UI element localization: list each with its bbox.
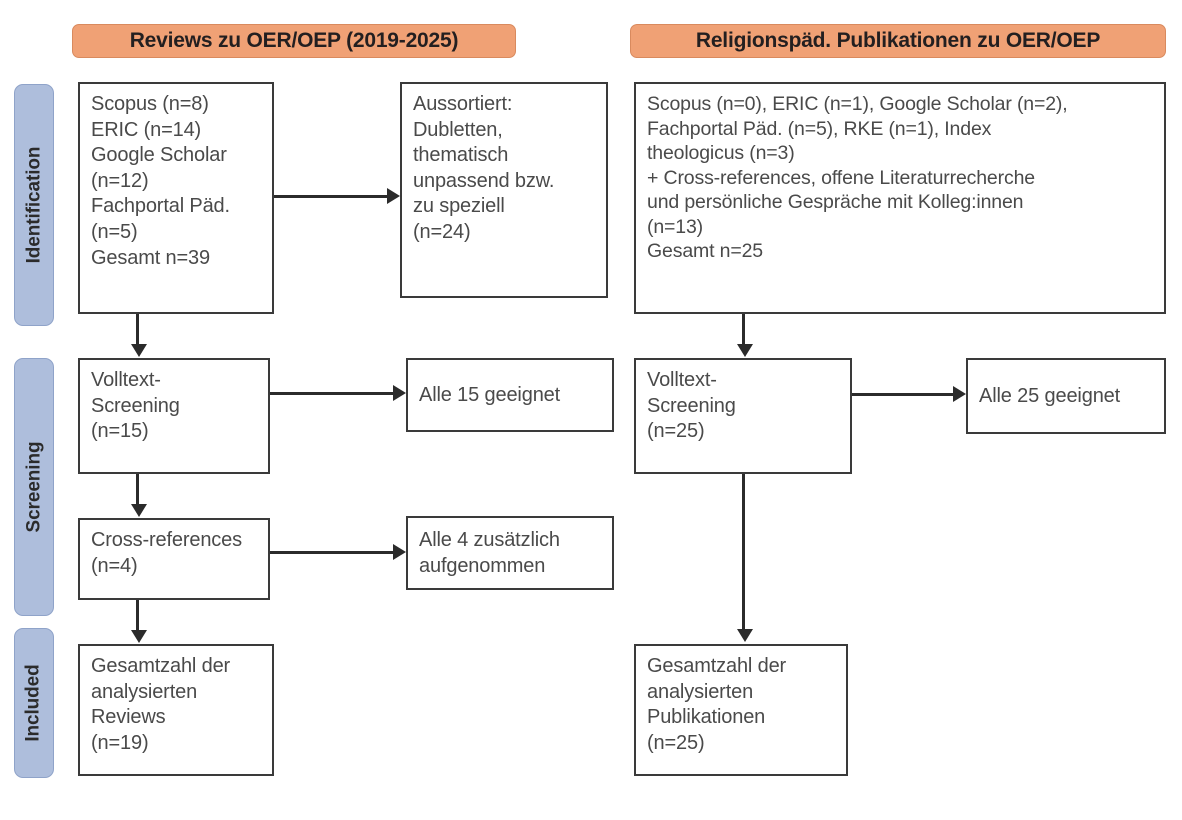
box-left-crossrefs-result: Alle 4 zusätzlich aufgenommen (406, 516, 614, 590)
box-right-identification: Scopus (n=0), ERIC (n=1), Google Scholar… (634, 82, 1166, 314)
connector-left-identification-to-screening (136, 314, 139, 347)
column-header-reviews-label: Reviews zu OER/OEP (2019-2025) (129, 29, 459, 53)
box-left-excluded: Aussortiert: Dubletten, thematisch unpas… (400, 82, 608, 298)
arrowhead-left-crossrefs-to-included (131, 630, 147, 643)
arrowhead-right-screening-to-result (953, 386, 966, 402)
arrowhead-left-identification-to-excluded (387, 188, 400, 204)
arrowhead-left-crossrefs-to-result (393, 544, 406, 560)
stage-label-screening: Screening (23, 441, 44, 533)
box-right-included: Gesamtzahl der analysierten Publikatione… (634, 644, 848, 776)
stage-pill-identification: Identification (14, 84, 54, 326)
box-left-included: Gesamtzahl der analysierten Reviews (n=1… (78, 644, 274, 776)
connector-left-screening-to-result (270, 392, 394, 395)
column-header-reviews: Reviews zu OER/OEP (2019-2025) (72, 24, 516, 58)
arrowhead-left-identification-to-screening (131, 344, 147, 357)
connector-right-identification-to-screening (742, 314, 745, 347)
arrowhead-left-screening-to-crossrefs (131, 504, 147, 517)
box-left-identification: Scopus (n=8) ERIC (n=14) Google Scholar … (78, 82, 274, 314)
connector-left-screening-to-crossrefs (136, 474, 139, 507)
column-header-religionspaed-label: Religionspäd. Publikationen zu OER/OEP (695, 29, 1101, 53)
box-right-screening-result: Alle 25 geeignet (966, 358, 1166, 434)
arrowhead-right-identification-to-screening (737, 344, 753, 357)
stage-label-identification: Identification (23, 146, 45, 264)
stage-label-included: Included (23, 664, 45, 742)
box-right-screening: Volltext- Screening (n=25) (634, 358, 852, 474)
box-left-crossrefs: Cross-references (n=4) (78, 518, 270, 600)
connector-left-crossrefs-to-included (136, 600, 139, 633)
arrowhead-left-screening-to-result (393, 385, 406, 401)
connector-right-screening-to-included (742, 474, 745, 632)
connector-left-crossrefs-to-result (270, 551, 394, 554)
connector-left-identification-to-excluded (274, 195, 388, 198)
box-left-screening-result: Alle 15 geeignet (406, 358, 614, 432)
stage-pill-screening: Screening (14, 358, 54, 616)
arrowhead-right-screening-to-included (737, 629, 753, 642)
column-header-religionspaed: Religionspäd. Publikationen zu OER/OEP (630, 24, 1166, 58)
connector-right-screening-to-result (852, 393, 954, 396)
box-left-screening: Volltext- Screening (n=15) (78, 358, 270, 474)
stage-pill-included: Included (14, 628, 54, 778)
